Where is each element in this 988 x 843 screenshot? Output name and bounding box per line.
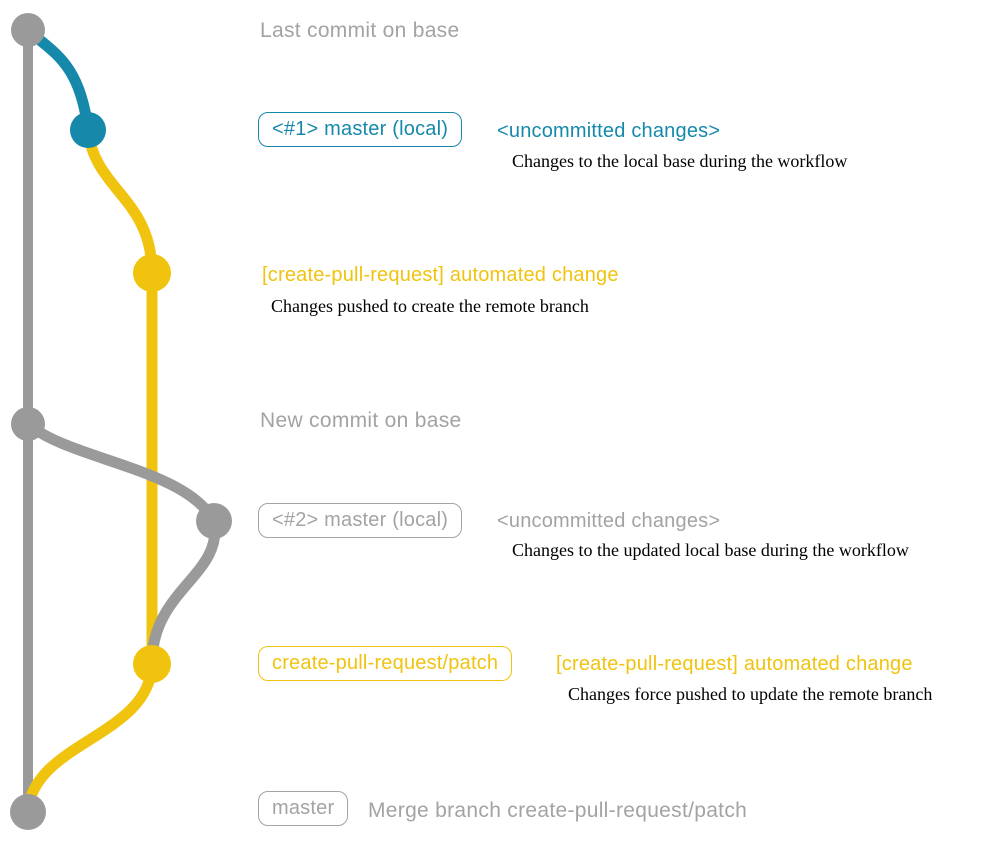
last-commit-label: Last commit on base [260,19,460,42]
edge-rebase-to-patch [146,515,221,670]
commit-node-patch-1 [133,254,171,292]
uncommitted-changes-desc-2: Changes to the updated local base during… [512,540,909,560]
new-commit-label: New commit on base [260,409,462,432]
commit-node-uncommitted-2 [196,503,232,539]
uncommitted-changes-title-2: <uncommitted changes> [497,510,721,532]
edge-patch-create [82,124,158,279]
commit-node-patch-2 [133,645,171,683]
badge-patch-branch: create-pull-request/patch [258,646,513,681]
automated-change-title-1: [create-pull-request] automated change [262,264,619,286]
uncommitted-changes-desc-1: Changes to the local base during the wor… [512,151,848,171]
commit-node-last-base [11,13,45,47]
badge-master-local-1: <#1> master (local) [258,112,463,147]
commit-graph [10,13,232,830]
merge-branch-label: Merge branch create-pull-request/patch [368,799,748,822]
commit-node-uncommitted-1 [70,112,106,148]
automated-change-title-2: [create-pull-request] automated change [556,653,913,675]
uncommitted-changes-title-1: <uncommitted changes> [497,120,721,142]
automated-change-desc-1: Changes pushed to create the remote bran… [271,296,589,316]
automated-change-desc-2: Changes force pushed to update the remot… [568,684,933,704]
badge-master: master [258,791,349,826]
commit-node-merge [10,794,46,830]
badge-master-local-2: <#2> master (local) [258,503,463,538]
commit-node-new-base [11,407,45,441]
edge-patch-merge [22,658,158,818]
edge-uncommitted-2 [22,418,220,527]
